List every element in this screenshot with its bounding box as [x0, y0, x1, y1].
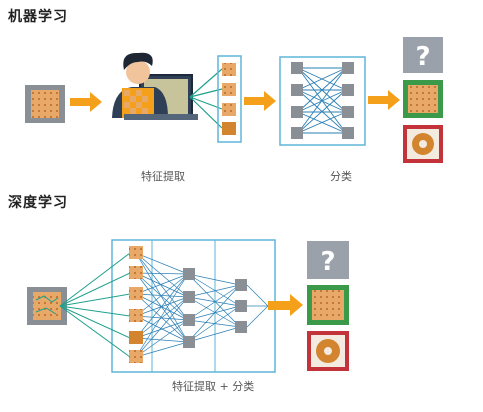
ml-classifier-connections	[297, 67, 347, 134]
dl-question-mark: ?	[320, 247, 335, 277]
dl-output-connections	[246, 284, 269, 328]
ml-input-image-icon	[25, 85, 65, 123]
ml-classifier-box	[279, 56, 366, 146]
dl-title: 深度学习	[8, 195, 68, 211]
ml-question-mark-icon: ?	[403, 37, 443, 73]
dl-donut-image-icon	[307, 331, 349, 371]
dl-hidden-connections-2	[187, 273, 241, 343]
arrow-right-icon	[268, 294, 303, 316]
dl-combined-label: 特征提取 + 分类	[172, 380, 255, 393]
ml-feature-label: 特征提取	[141, 170, 185, 183]
ml-feature-chips	[222, 63, 236, 135]
ml-classify-label: 分类	[330, 170, 352, 183]
ml-cracker-image-icon	[403, 80, 443, 118]
ml-feature-column	[217, 55, 242, 143]
arrow-right-icon	[368, 90, 400, 110]
ml-question-mark: ?	[415, 42, 430, 72]
arrow-right-icon	[244, 91, 276, 111]
dl-feature-chips	[129, 246, 143, 363]
person-at-laptop-icon	[112, 52, 198, 120]
dl-hidden-nodes-1	[183, 268, 195, 348]
dl-question-mark-icon: ?	[307, 241, 349, 279]
ml-classifier-nodes	[291, 62, 354, 139]
dl-hidden-nodes-2	[235, 279, 247, 333]
ml-title: 机器学习	[8, 9, 68, 25]
ml-feature-connections	[189, 68, 223, 129]
feature-grid-icon	[124, 90, 148, 114]
dl-cracker-image-icon	[307, 285, 349, 325]
dl-input-connections	[59, 252, 131, 358]
ml-donut-image-icon	[403, 125, 443, 163]
dl-hidden-connections-1	[135, 252, 189, 358]
arrow-right-icon	[70, 92, 102, 112]
